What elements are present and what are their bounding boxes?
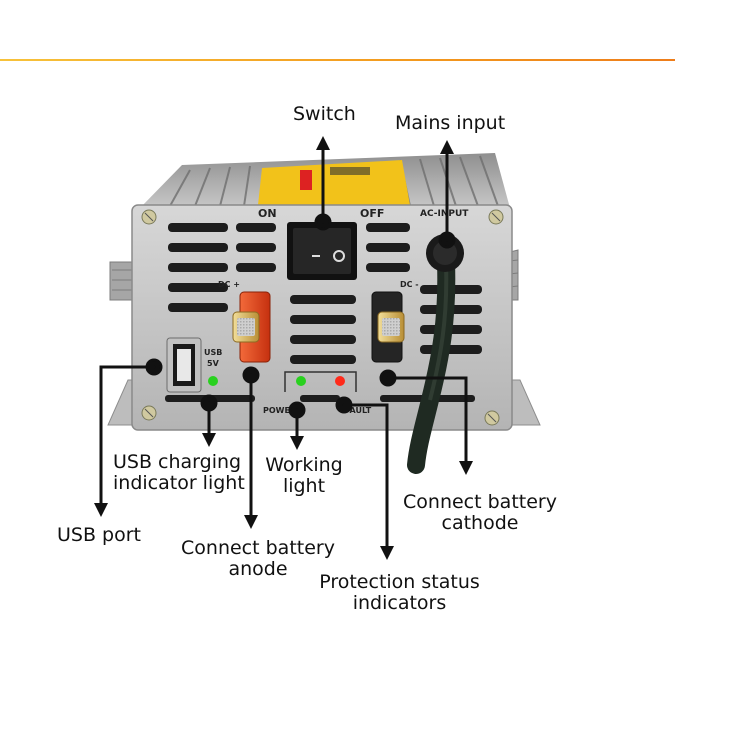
fault-marking: FAULT — [345, 406, 372, 415]
off-marking: OFF — [360, 207, 384, 220]
cathode-label-line1: Connect battery — [403, 491, 557, 513]
working-light-label: Working light — [262, 455, 346, 497]
usb-indicator-label-line2: indicator light — [113, 472, 245, 494]
anode-label-line1: Connect battery — [181, 537, 335, 559]
dc-minus-marking: DC - — [400, 280, 419, 289]
cathode-label-line2: cathode — [441, 512, 519, 534]
sticker — [258, 160, 410, 205]
anode-terminal — [232, 291, 271, 363]
cathode-label: Connect battery cathode — [400, 492, 560, 534]
usb-indicator-label: USB charging indicator light — [113, 452, 245, 494]
vent-slots — [165, 223, 482, 402]
working-light-arrow — [288, 401, 306, 450]
ac-input-marking: AC-INPUT — [420, 209, 469, 219]
protection-label-line1: Protection status — [319, 571, 480, 593]
fault-led-red — [335, 376, 345, 386]
working-light-label-line1: Working — [265, 454, 343, 476]
anode-label: Connect battery anode — [178, 538, 338, 580]
accent-line — [0, 59, 675, 61]
power-switch — [287, 222, 357, 280]
usb-port-arrow — [94, 358, 163, 517]
indicator-bracket — [284, 371, 357, 392]
working-light-label-line2: light — [282, 475, 326, 497]
mains-input-label: Mains input — [395, 112, 506, 134]
protection-arrow — [335, 396, 394, 560]
anode-label-line2: anode — [228, 558, 288, 580]
callout-arrows — [94, 136, 473, 560]
usb-voltage-marking: 5V — [207, 359, 220, 368]
screw-icon — [141, 209, 504, 426]
power-led-green — [296, 376, 306, 386]
mains-input-arrow — [438, 140, 456, 249]
usb-indicator-label-line1: USB charging — [113, 451, 242, 473]
usb-indicator-arrow — [200, 394, 218, 447]
usb-led-green — [208, 376, 218, 386]
dc-plus-marking: DC + — [218, 280, 240, 289]
protection-label-line2: indicators — [352, 592, 447, 614]
power-marking: POWER — [263, 406, 296, 415]
switch-label: Switch — [293, 103, 356, 125]
anode-arrow — [242, 366, 260, 529]
cathode-arrow — [379, 369, 473, 475]
usb-port — [166, 337, 202, 393]
usb-port-label: USB port — [57, 524, 141, 546]
on-marking: ON — [258, 207, 277, 220]
usb-marking: USB — [204, 348, 222, 357]
cathode-terminal — [371, 291, 405, 363]
protection-label: Protection status indicators — [312, 572, 487, 614]
switch-arrow — [314, 136, 332, 231]
housing-top — [140, 153, 510, 208]
